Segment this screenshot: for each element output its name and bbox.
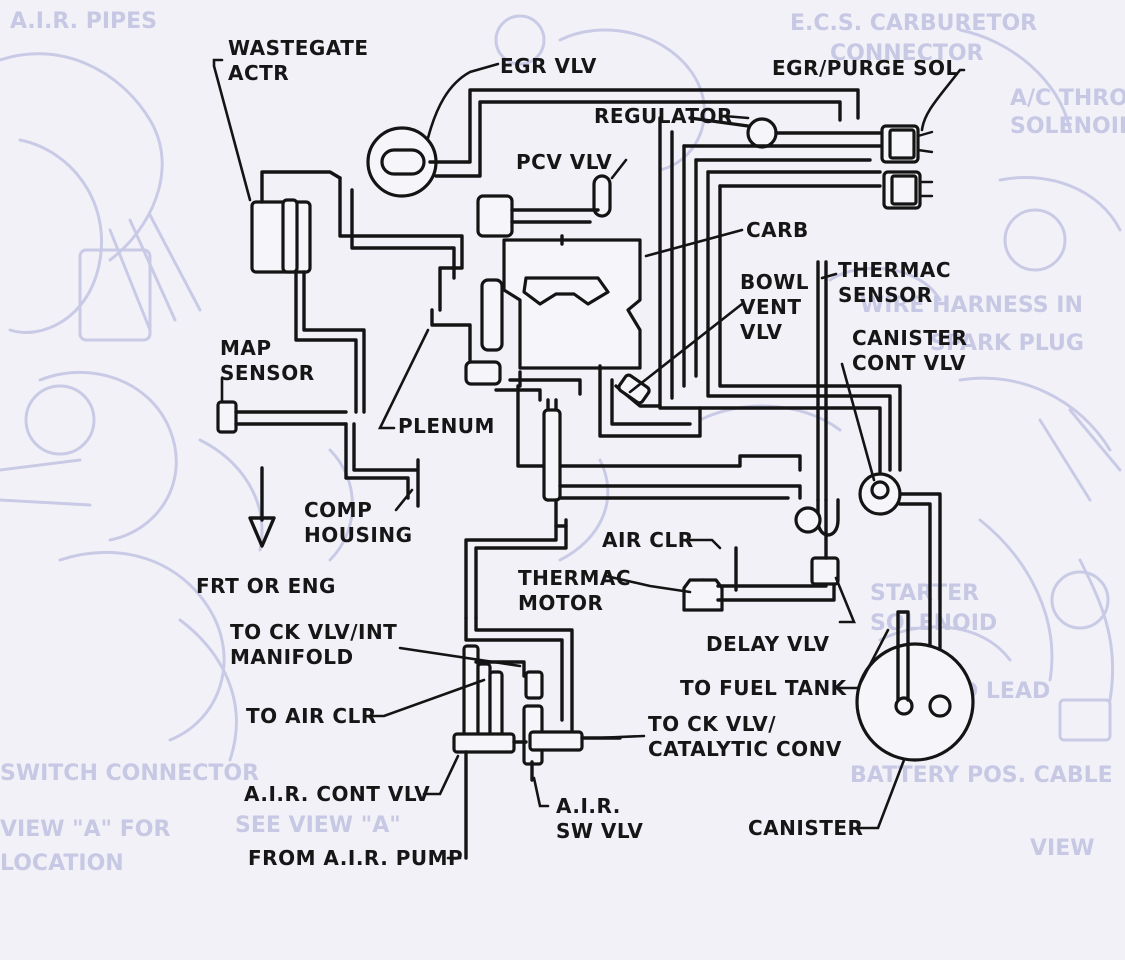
- ghost-solenoid: SOLENOID: [1010, 114, 1125, 139]
- label-pcv-vlv: PCV VLV: [516, 150, 613, 174]
- label-wastegate-actr: WASTEGATE ACTR: [228, 36, 369, 85]
- egr-valve: [366, 88, 860, 198]
- label-regulator: REGULATOR: [594, 104, 733, 128]
- label-to-fuel-tank: TO FUEL TANK: [680, 676, 847, 700]
- carburetor: [464, 194, 642, 402]
- canister-control-valve: [858, 472, 942, 692]
- label-air-clr: AIR CLR: [602, 528, 694, 552]
- ghost-spark-plug: SPARK PLUG: [930, 331, 1084, 356]
- regulator: [688, 116, 882, 149]
- lower-vacuum-lines: [464, 384, 802, 620]
- canister: [855, 610, 975, 762]
- ghost-air-pipes: A.I.R. PIPES: [10, 9, 157, 34]
- ghost-view-x: VIEW: [1030, 836, 1095, 861]
- label-frt-or-eng: FRT OR ENG: [196, 574, 336, 598]
- front-arrow: [248, 466, 276, 548]
- label-air-cont-vlv: A.I.R. CONT VLV: [244, 782, 431, 806]
- label-carb: CARB: [746, 218, 809, 242]
- ghost-view-a: VIEW "A" FOR: [0, 817, 171, 842]
- label-from-air-pump: FROM A.I.R. PUMP: [248, 846, 464, 870]
- label-egr-vlv: EGR VLV: [500, 54, 597, 78]
- label-thermac-sensor: THERMAC SENSOR: [838, 258, 952, 307]
- air-switching-valves: [452, 616, 622, 860]
- ghost-see-view-a: SEE VIEW "A": [235, 813, 401, 838]
- ghost-connector: CONNECTOR: [830, 41, 984, 66]
- label-egr-purge-sol: EGR/PURGE SOL: [772, 56, 959, 80]
- label-delay-vlv: DELAY VLV: [706, 632, 830, 656]
- ghost-starter: STARTER: [870, 581, 979, 606]
- label-canister-cont-vlv: CANISTER CONT VLV: [852, 326, 968, 375]
- ghost-harness: WIRE HARNESS IN: [860, 293, 1083, 318]
- label-to-air-clr: TO AIR CLR: [246, 704, 377, 728]
- ghost-solenoid2: SOLENOID: [870, 611, 997, 636]
- label-comp-housing: COMP HOUSING: [304, 498, 413, 547]
- leader-lines: [212, 58, 966, 860]
- label-canister: CANISTER: [748, 816, 864, 840]
- wastegate-actuator: [250, 170, 342, 274]
- label-thermac-motor: THERMAC MOTOR: [518, 566, 632, 615]
- map-sensor: [216, 270, 420, 508]
- label-to-ck-vlv-catalytic-conv: TO CK VLV/ CATALYTIC CONV: [648, 712, 842, 761]
- label-bowl-vent-vlv: BOWL VENT VLV: [740, 270, 810, 344]
- vacuum-harness: [598, 116, 902, 484]
- thermac-motor-group: [682, 498, 840, 612]
- ghost-ac-throttle: A/C THROT: [1010, 86, 1125, 111]
- label-air-sw-vlv: A.I.R. SW VLV: [556, 794, 644, 843]
- label-to-ck-vlv-int-manifold: TO CK VLV/INT MANIFOLD: [230, 620, 398, 669]
- label-map-sensor: MAP SENSOR: [220, 336, 315, 385]
- egr-purge-solenoids: [880, 124, 934, 210]
- thermac-sensor-line: [816, 260, 828, 502]
- ghost-location: LOCATION: [0, 851, 124, 876]
- plenum-lines: [338, 176, 472, 362]
- ghost-ecs-carb-connector: E.C.S. CARBURETOR: [790, 11, 1037, 36]
- label-plenum: PLENUM: [398, 414, 495, 438]
- pcv-valve: [592, 174, 612, 218]
- ghost-switch-connector: SWITCH CONNECTOR: [0, 761, 259, 786]
